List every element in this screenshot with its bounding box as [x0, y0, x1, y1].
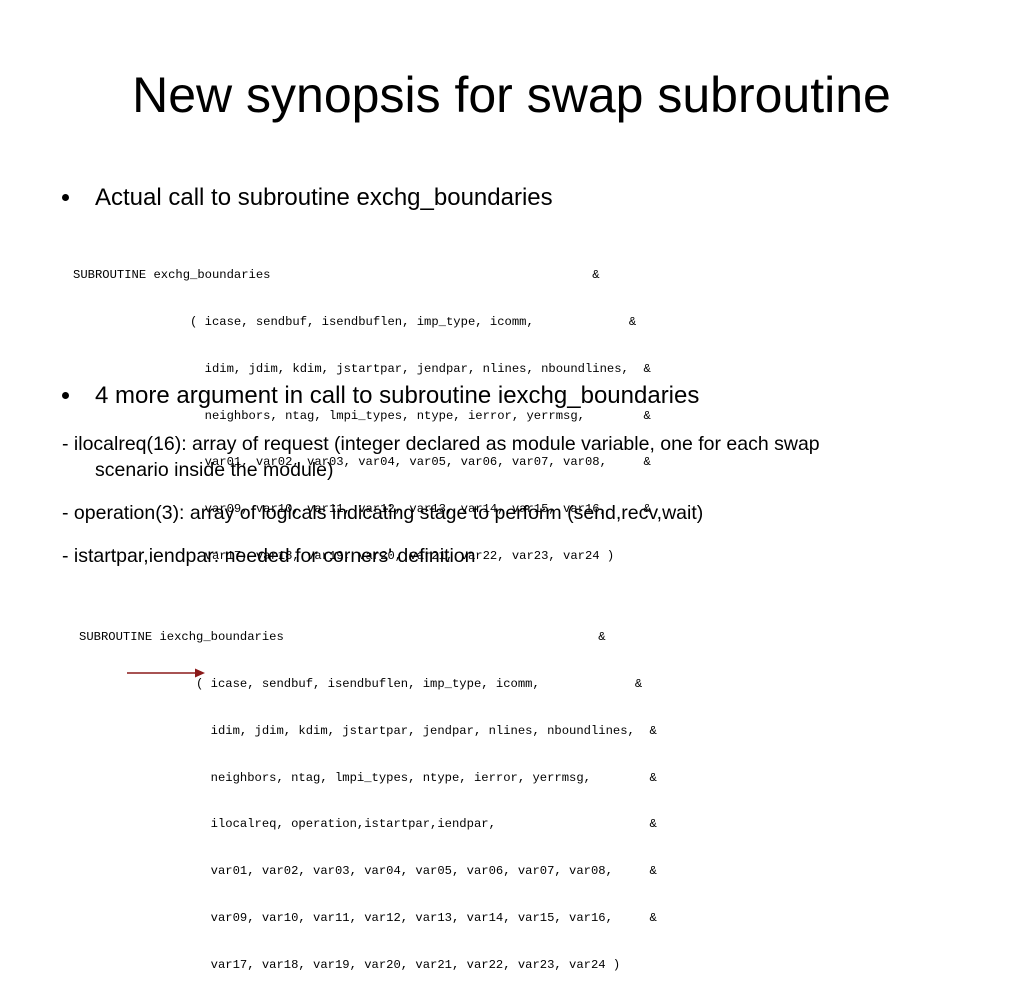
code-line: var01, var02, var03, var04, var05, var06…	[73, 455, 651, 470]
code-line: var17, var18, var19, var20, var21, var22…	[73, 548, 615, 563]
note-ilocalreq: - ilocalreq(16): array of request (integ…	[62, 431, 982, 483]
code-line: SUBROUTINE iexchg_boundaries &	[79, 630, 606, 645]
note-operation: - operation(3): array of logicals indica…	[62, 500, 982, 526]
bullet-dot-icon	[62, 392, 69, 399]
code-block-exchg-boundaries: SUBROUTINE exchg_boundaries & ( icase, s…	[73, 237, 651, 580]
code-line: SUBROUTINE exchg_boundaries &	[73, 268, 600, 283]
code-line: neighbors, ntag, lmpi_types, ntype, ierr…	[79, 770, 657, 785]
code-line: ilocalreq, operation,istartpar,iendpar, …	[79, 817, 657, 832]
note-text-continued: scenario inside the module)	[95, 459, 334, 481]
slide-title: New synopsis for swap subroutine	[132, 67, 891, 123]
note-istartpar: - istartpar,iendpar: needed for corners'…	[62, 543, 982, 569]
code-line: ( icase, sendbuf, isendbuflen, imp_type,…	[79, 676, 643, 691]
code-line: idim, jdim, kdim, jstartpar, jendpar, nl…	[73, 361, 651, 376]
code-line: ( icase, sendbuf, isendbuflen, imp_type,…	[73, 314, 637, 329]
code-line: var01, var02, var03, var04, var05, var06…	[79, 864, 657, 879]
note-text: - istartpar,iendpar: needed for corners'…	[62, 545, 476, 567]
bullet-text: 4 more argument in call to subroutine ie…	[95, 382, 700, 409]
note-text: - operation(3): array of logicals indica…	[62, 502, 704, 524]
arrow-right-icon	[127, 668, 205, 678]
code-block-iexchg-boundaries: SUBROUTINE iexchg_boundaries & ( icase, …	[79, 599, 657, 989]
bullet-dot-icon	[62, 194, 69, 201]
code-line: neighbors, ntag, lmpi_types, ntype, ierr…	[73, 408, 651, 423]
bullet-text: Actual call to subroutine exchg_boundari…	[95, 184, 553, 211]
code-line: var17, var18, var19, var20, var21, var22…	[79, 957, 621, 972]
note-text: - ilocalreq(16): array of request (integ…	[62, 433, 820, 455]
code-line: var09, var10, var11, var12, var13, var14…	[73, 502, 651, 517]
code-line: var09, var10, var11, var12, var13, var14…	[79, 910, 657, 925]
code-line: idim, jdim, kdim, jstartpar, jendpar, nl…	[79, 723, 657, 738]
